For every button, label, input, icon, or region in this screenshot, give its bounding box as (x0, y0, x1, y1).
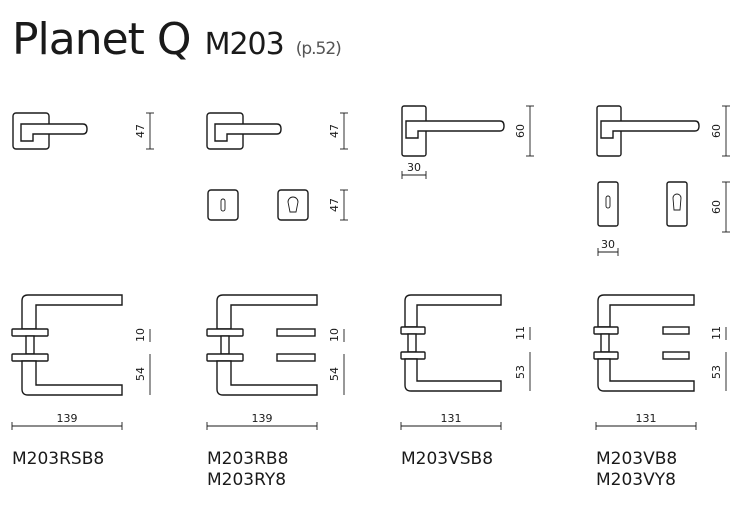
page-reference: (p.52) (295, 39, 342, 59)
dimension-label: 30 (601, 238, 615, 251)
product-code: M203RB8 M203RY8 (207, 449, 288, 491)
dimension-label: 30 (407, 161, 421, 174)
dimension-label: 54 (328, 367, 341, 381)
handle-top-view (12, 112, 88, 150)
product-code-line: M203RB8 (207, 449, 289, 469)
escutcheon-cylinder-icon (277, 189, 309, 221)
product-code-line: M203VSB8 (401, 449, 494, 469)
dimension-label: 139 (57, 412, 78, 425)
dimension-label: 53 (710, 365, 723, 379)
page-title: Planet Q M203 (p.52) (12, 14, 342, 65)
product-code: M203RSB8 (12, 449, 104, 470)
dimension-label: 60 (710, 124, 723, 138)
model-number: M203 (204, 27, 285, 62)
dimension-label: 60 (710, 200, 723, 214)
dimension-label: 60 (514, 124, 527, 138)
product-code-line: M203RSB8 (12, 449, 105, 469)
escutcheon-profile (276, 328, 316, 337)
escutcheon-key-icon (207, 189, 239, 221)
handle-top-view (596, 105, 700, 157)
dimension-lines (11, 105, 730, 430)
dimension-label: 11 (514, 326, 527, 340)
handle-side-view (11, 294, 123, 396)
dimension-label: 131 (441, 412, 462, 425)
dimension-label: 139 (252, 412, 273, 425)
product-code-line: M203VB8 (596, 449, 678, 469)
escutcheon-profile (276, 353, 316, 362)
handle-side-view (400, 294, 502, 392)
dimension-label: 54 (134, 367, 147, 381)
product-code-line: M203VY8 (596, 470, 676, 490)
product-code: M203VB8 M203VY8 (596, 449, 677, 491)
dimension-label: 47 (134, 124, 147, 138)
product-code-line: M203RY8 (207, 470, 287, 490)
escutcheon-key-icon (597, 181, 619, 227)
dimension-label: 10 (328, 328, 341, 342)
series-name: Planet Q (12, 14, 192, 65)
dimension-label: 47 (328, 198, 341, 212)
escutcheon-profile (662, 326, 690, 335)
escutcheon-cylinder-icon (666, 181, 688, 227)
handle-side-view (206, 294, 318, 396)
escutcheon-profile (662, 351, 690, 360)
dimension-label: 131 (636, 412, 657, 425)
handle-top-view (206, 112, 282, 150)
dimension-label: 11 (710, 326, 723, 340)
dimension-label: 47 (328, 124, 341, 138)
handle-top-view (401, 105, 505, 157)
product-code: M203VSB8 (401, 449, 493, 470)
dimension-label: 10 (134, 328, 147, 342)
handle-side-view (593, 294, 695, 392)
dimension-label: 53 (514, 365, 527, 379)
